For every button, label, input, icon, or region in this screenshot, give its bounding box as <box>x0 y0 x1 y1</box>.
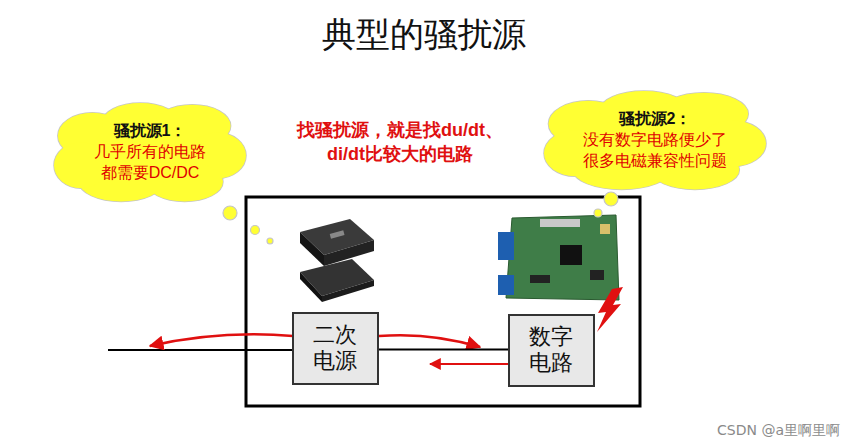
noise-arrow <box>379 335 480 347</box>
callout-body: 几乎所有的电路 都需要DC/DC <box>89 142 211 184</box>
thought-bubbles <box>223 192 618 244</box>
watermark: CSDN @a里啊里啊 <box>717 422 840 440</box>
callout-heading: 骚扰源2： <box>619 109 692 130</box>
noise-arrow <box>150 334 293 346</box>
callout-heading: 骚扰源1： <box>114 121 187 142</box>
callout-body: 没有数字电路便少了 很多电磁兼容性问题 <box>579 130 731 172</box>
pcb-picture <box>498 215 619 300</box>
noise-arrow <box>430 363 508 365</box>
input-wire <box>108 349 293 351</box>
enclosure-frame <box>246 197 640 406</box>
connector-line <box>379 348 508 350</box>
power-module-picture <box>300 219 374 302</box>
callout-cloud: 骚扰源1：几乎所有的电路 都需要DC/DC <box>54 103 246 201</box>
lightning-symbol <box>597 287 623 332</box>
box-label: 数字 电路 <box>526 324 577 377</box>
note-text: 找骚扰源，就是找du/dt、 di/dt比较大的电路 <box>286 118 514 167</box>
process-box: 二次 电源 <box>292 312 379 385</box>
process-box: 数字 电路 <box>508 314 595 387</box>
page-title: 典型的骚扰源 <box>322 12 526 58</box>
box-label: 二次 电源 <box>310 322 361 375</box>
callout-cloud: 骚扰源2：没有数字电路便少了 很多电磁兼容性问题 <box>544 91 766 189</box>
connector <box>379 349 508 350</box>
